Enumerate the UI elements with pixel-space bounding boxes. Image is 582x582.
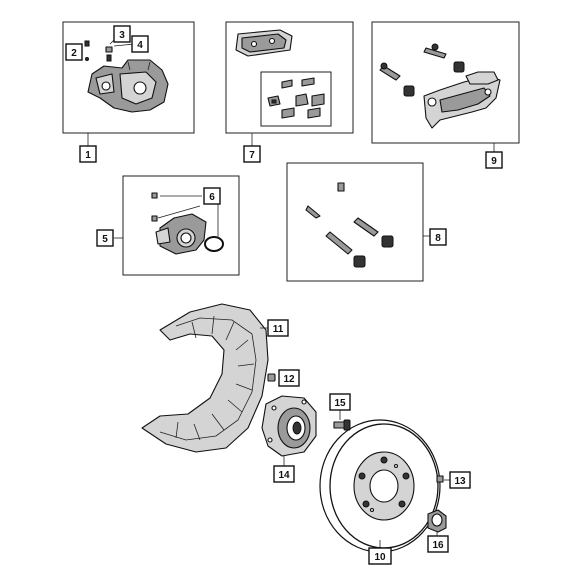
callout-2-label: 2 — [71, 48, 77, 59]
group-caliper-assembly — [62, 21, 195, 146]
hub-bearing-part — [261, 395, 317, 457]
callout-14: 14 — [273, 465, 295, 483]
callout-2: 2 — [65, 43, 83, 61]
callout-4: 4 — [131, 35, 149, 53]
frame-guide-pins — [286, 162, 424, 282]
bleeder-screw-part — [84, 40, 90, 61]
frame-pad-hardware — [260, 71, 332, 127]
caliper-bracket-part — [423, 71, 501, 129]
group-caliper-piston — [114, 175, 240, 276]
lead-6b — [157, 205, 201, 219]
lead-4 — [113, 43, 135, 47]
callout-1: 1 — [79, 145, 97, 163]
guide-pin-small — [305, 182, 345, 219]
callout-15-label: 15 — [334, 398, 346, 409]
callout-16-label: 16 — [432, 540, 444, 551]
frame-caliper — [62, 21, 195, 134]
shield-screw-part — [267, 373, 276, 382]
caliper-body — [87, 59, 169, 113]
frame-caliper-piston — [122, 175, 240, 276]
callout-12: 12 — [278, 369, 300, 387]
callout-7-label: 7 — [249, 150, 255, 161]
callout-9: 9 — [485, 151, 503, 169]
callout-11-label: 11 — [273, 324, 284, 335]
group-caliper-bracket — [371, 21, 520, 152]
caliper-housing-part — [155, 213, 207, 255]
dust-cap-part — [105, 46, 113, 62]
pad-hardware-clips — [267, 77, 325, 119]
callout-3-label: 3 — [119, 30, 125, 41]
callout-5-label: 5 — [102, 234, 108, 245]
callout-4-label: 4 — [137, 40, 143, 51]
bracket-bolt-upper — [423, 43, 465, 73]
callout-6-label: 6 — [209, 192, 215, 203]
callout-11: 11 — [267, 319, 289, 337]
callout-10-label: 10 — [374, 552, 386, 563]
callout-5: 5 — [96, 229, 114, 247]
guide-pin-long-1 — [353, 217, 394, 248]
callout-6: 6 — [203, 187, 221, 205]
callout-15: 15 — [329, 393, 351, 411]
brake-rotor-part — [319, 419, 441, 553]
callout-12-label: 12 — [283, 374, 295, 385]
piston-seal-part — [204, 236, 224, 252]
callout-13: 13 — [449, 471, 471, 489]
callout-3: 3 — [113, 25, 131, 43]
callout-9-label: 9 — [491, 156, 497, 167]
guide-pin-boots — [151, 192, 158, 222]
guide-pin-long-2 — [325, 231, 366, 268]
rotor-screw-part — [436, 475, 444, 483]
callout-16: 16 — [427, 535, 449, 553]
bracket-bolt-lower — [379, 62, 415, 97]
group-brake-pads — [225, 21, 354, 146]
frame-pads — [225, 21, 354, 134]
brake-pad-part — [235, 29, 293, 57]
callout-1-label: 1 — [85, 150, 91, 161]
hub-nut-part — [427, 509, 447, 533]
callout-8: 8 — [429, 228, 447, 246]
dust-shield-part — [141, 303, 269, 453]
frame-bracket — [371, 21, 520, 144]
callout-10: 10 — [368, 547, 392, 565]
wheel-stud-part — [333, 419, 351, 431]
callout-13-label: 13 — [454, 476, 466, 487]
callout-14-label: 14 — [278, 470, 290, 481]
callout-7: 7 — [243, 145, 261, 163]
callout-8-label: 8 — [435, 233, 441, 244]
group-guide-pins — [286, 162, 430, 282]
